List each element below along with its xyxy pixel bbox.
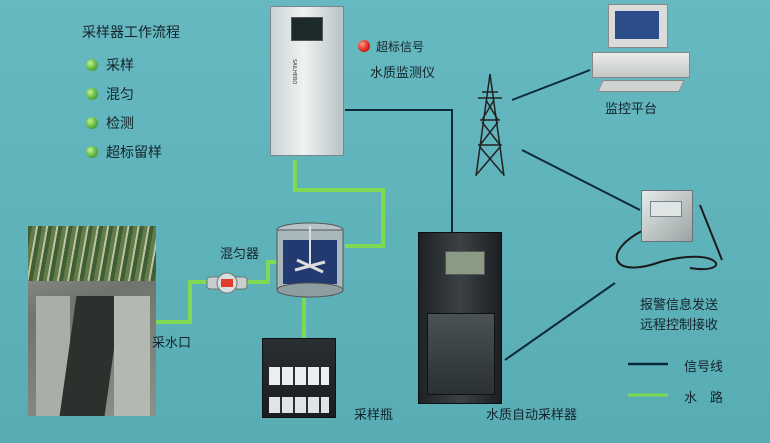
process-step-retain: 超标留样 — [86, 142, 162, 162]
signal-line-monitor-sampler — [345, 109, 453, 232]
intake-label: 采水口 — [152, 336, 192, 351]
remote-label-line1: 报警信息发送 — [640, 298, 719, 313]
monitor-screen — [291, 17, 323, 41]
step-bullet-icon — [86, 146, 98, 158]
alarm-signal-label: 超标信号 — [376, 40, 425, 54]
legend-signal-label: 信号线 — [684, 360, 724, 375]
bottles-label: 采样瓶 — [354, 408, 394, 423]
water-quality-monitor: SAILHERO — [270, 6, 344, 156]
step-label: 采样 — [106, 58, 134, 74]
signal-line-tower-platform — [511, 69, 591, 101]
monitor-label: 水质监测仪 — [370, 66, 436, 81]
remote-label-line2: 远程控制接收 — [640, 318, 719, 333]
mixer-tank-icon — [276, 222, 344, 298]
sample-bottles — [262, 338, 336, 418]
process-step-detect: 检测 — [86, 113, 134, 133]
valve-icon — [206, 272, 248, 294]
sampler-label: 水质自动采样器 — [486, 408, 578, 423]
step-label: 检测 — [106, 116, 134, 132]
automatic-sampler — [418, 232, 502, 404]
process-step-sample: 采样 — [86, 55, 134, 75]
step-bullet-icon — [86, 59, 98, 71]
legend-water-label: 水 路 — [684, 391, 724, 406]
water-line-monitor-mixer — [293, 160, 385, 248]
process-step-mix: 混匀 — [86, 84, 134, 104]
step-label: 超标留样 — [106, 145, 162, 161]
alarm-light-icon — [358, 40, 370, 52]
platform-label: 监控平台 — [605, 102, 658, 117]
modem-icon — [641, 190, 693, 242]
water-line-mixer-valve — [245, 260, 280, 284]
mixer-label: 混匀器 — [220, 247, 260, 262]
tower-icon — [475, 73, 505, 177]
signal-line-sampler-modem — [504, 282, 616, 361]
process-title: 采样器工作流程 — [82, 25, 180, 41]
step-label: 混匀 — [106, 87, 134, 103]
monitor-brand-label: SAILHERO — [291, 59, 297, 85]
step-bullet-icon — [86, 88, 98, 100]
signal-line-tower-modem — [521, 149, 641, 211]
modem-cable — [615, 204, 723, 271]
intake-photo — [28, 226, 156, 416]
step-bullet-icon — [86, 117, 98, 129]
sampler-screen — [445, 251, 485, 275]
